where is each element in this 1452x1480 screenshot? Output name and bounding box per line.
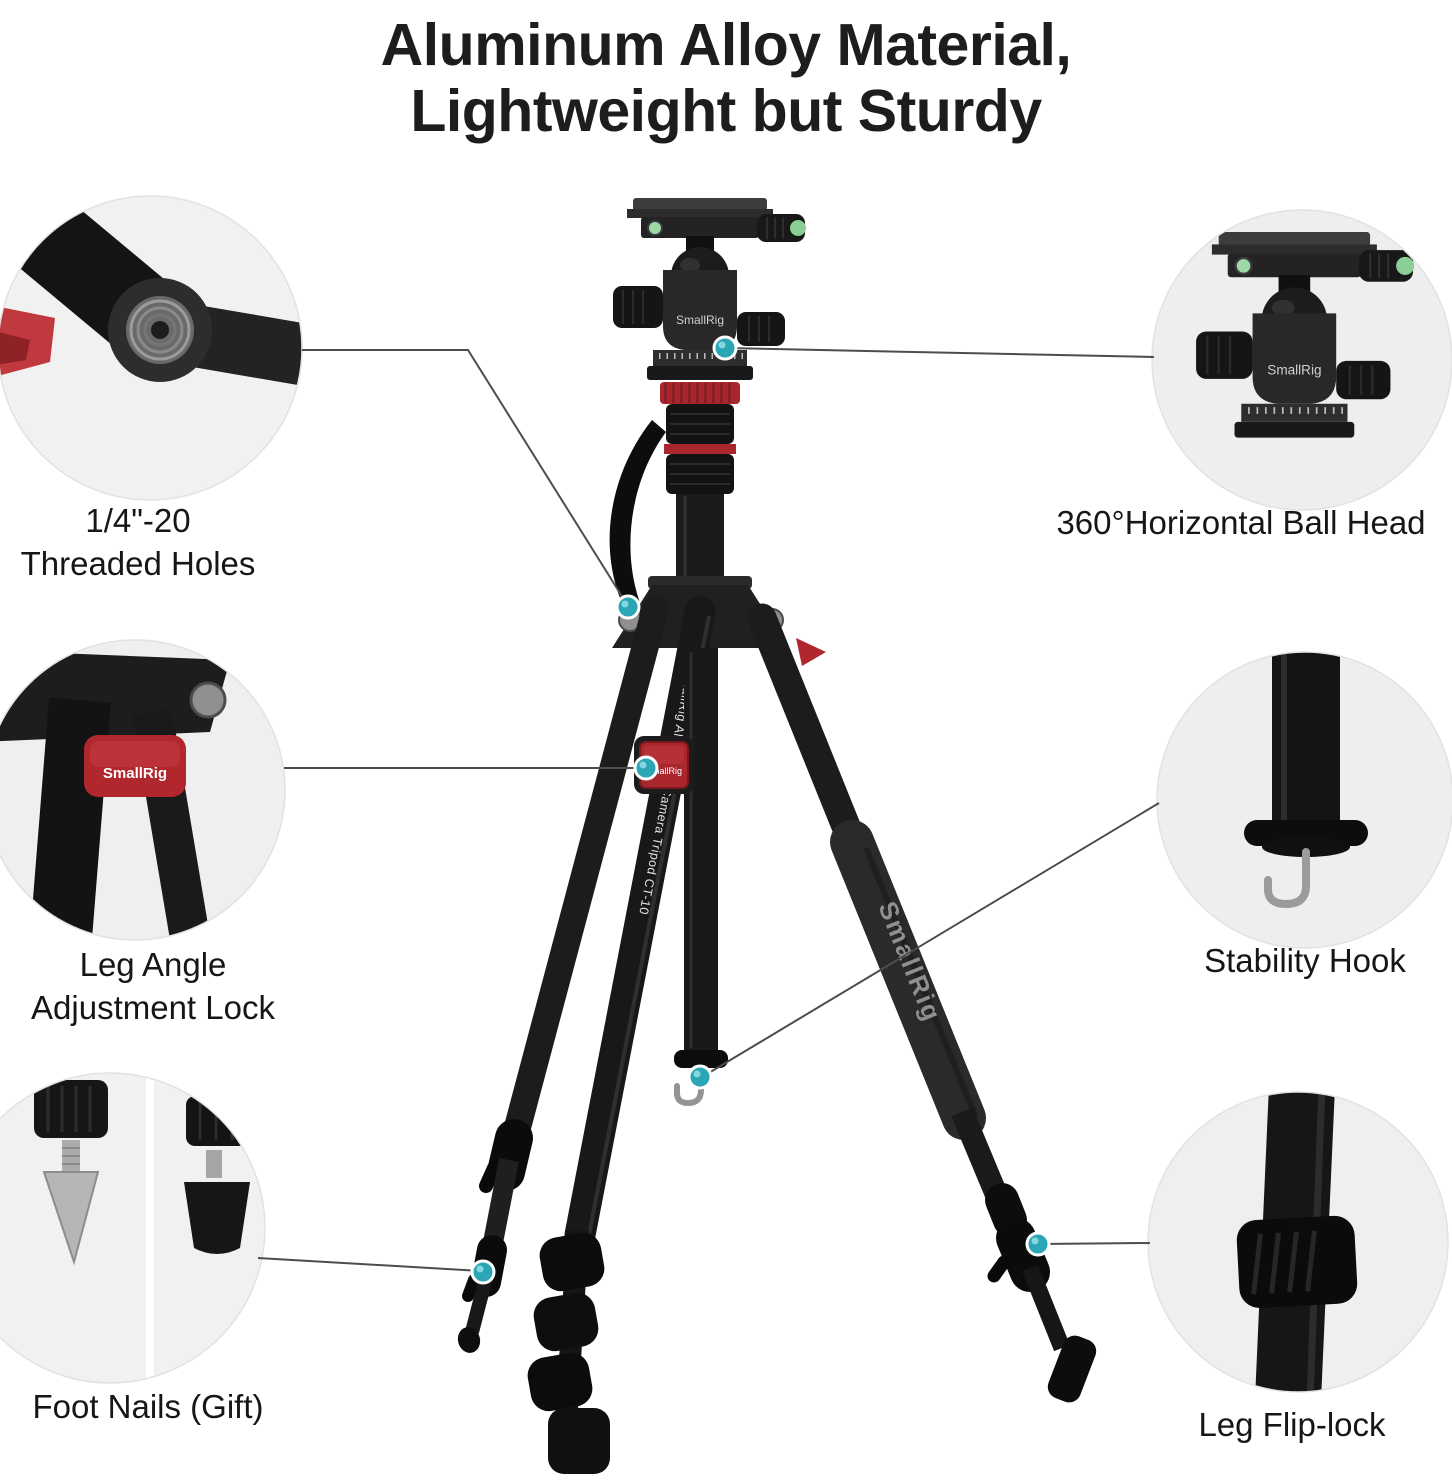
- hand-strap: [609, 420, 666, 611]
- callout-label-stability-hook: Stability Hook: [1140, 940, 1452, 983]
- callout-circle-ball-head: [1151, 209, 1452, 511]
- tripod: SmallRig SmallRig Aluminum Camera Tripod…: [457, 198, 1097, 1474]
- angle-lock-lever: [796, 638, 826, 666]
- callout-circle-threaded-holes: [0, 195, 303, 501]
- threaded-holes-line1: 1/4"-20: [85, 502, 191, 539]
- callout-label-ball-head: 360°Horizontal Ball Head: [1030, 502, 1452, 545]
- right-leg: SmallRig: [747, 603, 1097, 1403]
- leader-line-foot-nails: [257, 1257, 482, 1272]
- callout-label-leg-angle-lock: Leg Angle Adjustment Lock: [0, 944, 306, 1030]
- callout-label-foot-nails: Foot Nails (Gift): [0, 1386, 296, 1429]
- callout-circle-leg-flip-lock: [1147, 1091, 1449, 1393]
- stability-hook-text: Stability Hook: [1204, 942, 1406, 979]
- ball-head-text: 360°Horizontal Ball Head: [1056, 504, 1426, 541]
- threaded-holes-line2: Threaded Holes: [20, 544, 256, 582]
- callout-circle-foot-nails: [0, 1072, 266, 1384]
- leader-line-leg-flip-lock: [1038, 1242, 1151, 1245]
- title-line2: Lightweight but Sturdy: [410, 78, 1042, 145]
- foot-nails-text: Foot Nails (Gift): [32, 1388, 264, 1425]
- callout-label-threaded-holes: 1/4"-20 Threaded Holes: [0, 500, 276, 586]
- callout-label-leg-flip-lock: Leg Flip-lock: [1132, 1404, 1452, 1447]
- leader-lines: [257, 347, 1160, 1272]
- column-grips: [664, 404, 736, 594]
- leader-line-stability-hook: [701, 802, 1160, 1078]
- leg-angle-line2: Adjustment Lock: [31, 988, 275, 1026]
- leader-line-ball-head: [724, 347, 1155, 358]
- title-line1: Aluminum Alloy Material,: [380, 12, 1072, 78]
- leader-line-threaded-holes: [302, 349, 629, 607]
- leg-flip-lock-text: Leg Flip-lock: [1198, 1406, 1386, 1443]
- callout-circle-stability-hook: [1156, 651, 1452, 949]
- lock-badge-text: SmallRig: [646, 766, 682, 776]
- center-column: [674, 648, 728, 1107]
- callout-lock-badge-text: SmallRig: [103, 765, 167, 782]
- page-title: Aluminum Alloy Material, Lightweight but…: [0, 12, 1452, 144]
- leg-angle-line1: Leg Angle: [79, 946, 227, 983]
- column-lock-ring: [660, 382, 740, 404]
- callout-circle-leg-angle-lock: SmallRig: [0, 639, 286, 941]
- stability-hook-graphic: [674, 1065, 704, 1107]
